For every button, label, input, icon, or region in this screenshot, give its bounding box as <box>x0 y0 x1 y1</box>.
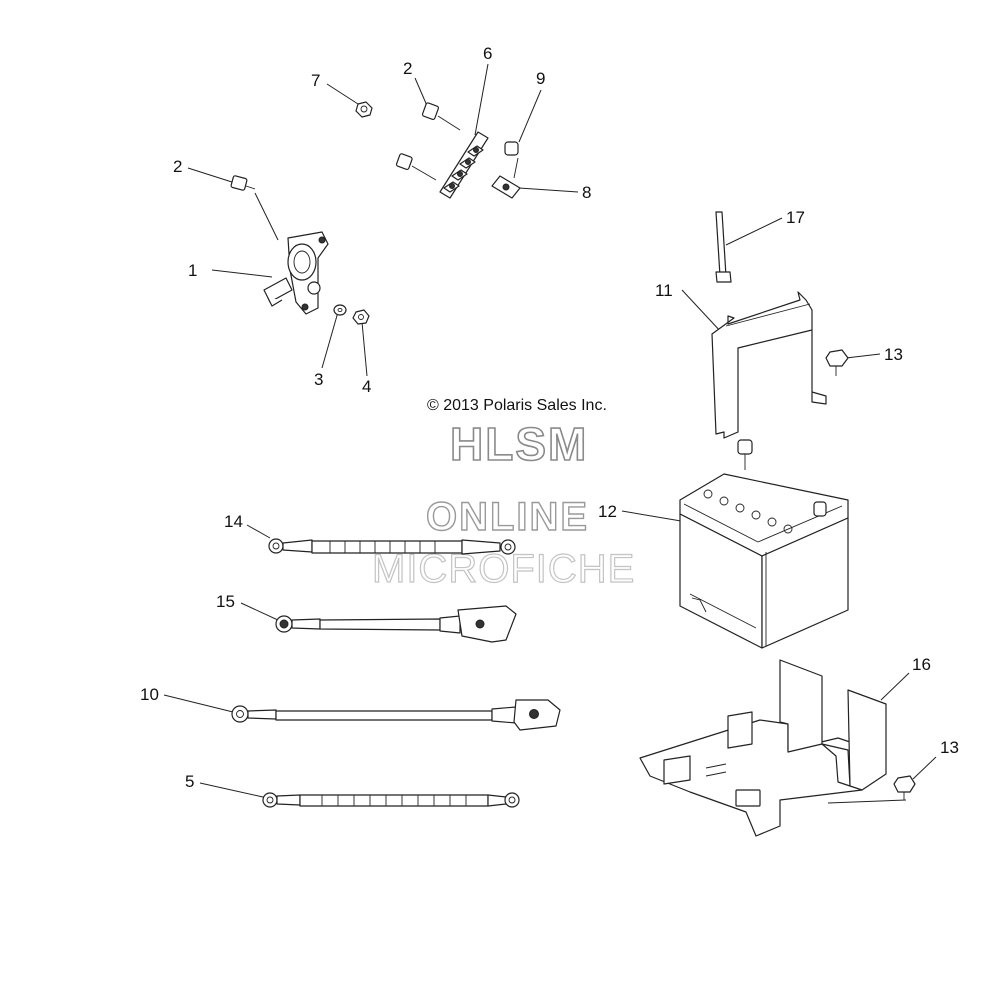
leader-lines <box>163 63 937 804</box>
nut-4 <box>352 309 370 325</box>
watermark-hlsm: HLSM <box>450 418 588 470</box>
battery-tray-16 <box>639 659 887 837</box>
callout-4: 4 <box>362 377 371 396</box>
callout-5: 5 <box>185 772 194 791</box>
callout-11: 11 <box>655 281 673 300</box>
bolt-2-mid <box>395 153 437 181</box>
callout-6: 6 <box>483 44 492 63</box>
callout-3: 3 <box>314 370 323 389</box>
solenoid-1 <box>263 231 329 315</box>
watermark: HLSM ONLINE MICROFICHE <box>371 417 635 591</box>
callout-14: 14 <box>224 512 243 531</box>
bolt-9 <box>504 141 519 179</box>
cable-5 <box>262 792 520 808</box>
callout-9: 9 <box>536 69 545 88</box>
strap-17 <box>715 211 732 283</box>
bolt-2-left <box>230 175 256 191</box>
callout-2-top: 2 <box>403 59 412 78</box>
callout-1: 1 <box>188 261 197 280</box>
watermark-microfiche: MICROFICHE <box>372 547 635 591</box>
battery-12 <box>679 439 849 649</box>
callout-13-lower: 13 <box>940 738 959 757</box>
callout-12: 12 <box>598 502 617 521</box>
cable-15 <box>275 605 517 643</box>
cable-10 <box>231 699 561 731</box>
cable-14 <box>268 538 516 555</box>
hex-nut-7 <box>355 101 373 118</box>
copyright-notice: © 2013 Polaris Sales Inc. <box>427 397 607 414</box>
callout-16: 16 <box>912 655 931 674</box>
bolt-13-lower <box>893 775 916 800</box>
callout-10: 10 <box>140 685 159 704</box>
callout-8: 8 <box>582 183 591 202</box>
callout-numbers: 7 2 6 9 8 2 1 3 4 17 11 13 12 14 15 10 5… <box>140 44 959 791</box>
battery-holder-11 <box>711 291 827 439</box>
callout-17: 17 <box>786 208 805 227</box>
bracket-8 <box>491 175 521 199</box>
bolt-2-top <box>421 102 461 131</box>
terminal-block-6 <box>439 131 489 199</box>
watermark-online: ONLINE <box>426 495 589 539</box>
callout-2-left: 2 <box>173 157 182 176</box>
callout-13-upper: 13 <box>884 345 903 364</box>
washer-3 <box>333 304 347 316</box>
callout-15: 15 <box>216 592 235 611</box>
callout-7: 7 <box>311 71 320 90</box>
bolt-13-upper <box>825 349 849 376</box>
